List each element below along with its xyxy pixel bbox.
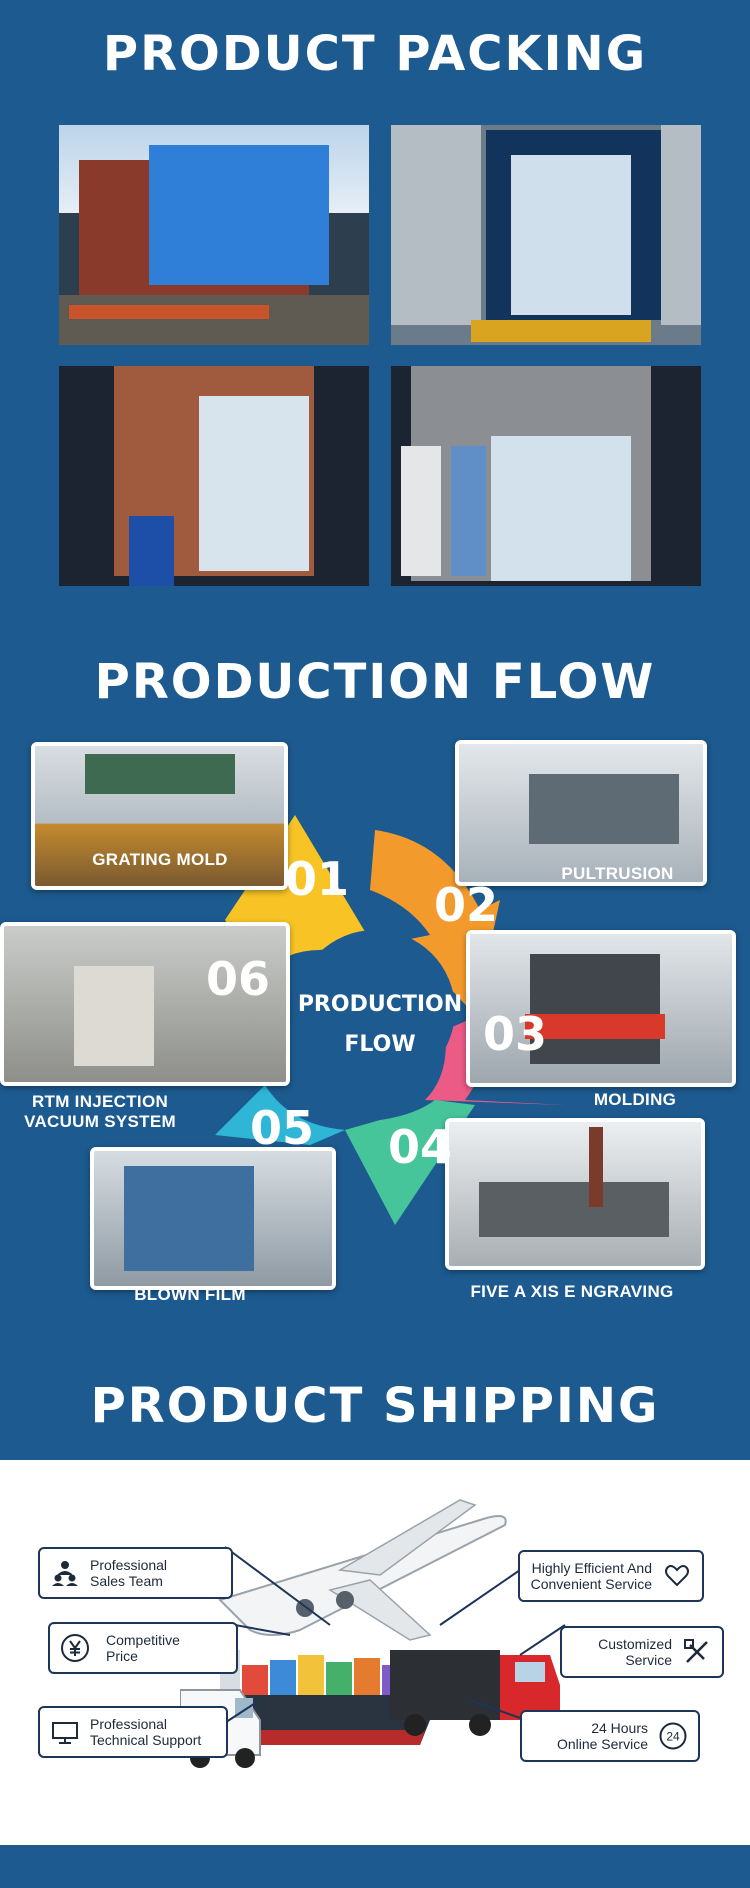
service-customized: Customized Service [560,1626,724,1678]
service-efficient-line2: Convenient Service [530,1576,652,1592]
step-label-pultrusion: PULTRUSION [561,864,674,883]
flow-title: PRODUCTION FLOW [94,654,656,710]
step-label-rtm-injection: RTM INJECTION VACUUM SYSTEM [5,1092,195,1132]
airplane-icon [218,1499,507,1641]
clock-24-text: 24 [666,1730,680,1744]
service-efficient-line1: Highly Efficient And [531,1560,652,1576]
service-connector-lines [219,1546,566,1727]
service-sales-line1: Professional [90,1557,168,1573]
flow-center-line1: PRODUCTION [297,992,463,1017]
step-label-molding: MOLDING [593,1090,677,1109]
service-sales-line2: Sales Team [90,1573,163,1589]
team-icon [52,1561,78,1586]
flow-arrow-05 [215,1085,345,1145]
flow-photo-grating-mold [31,742,288,890]
flow-photo-pultrusion [455,740,707,886]
service-online-line1: 24 Hours [591,1720,648,1736]
shipping-panel: Professional Sales Team Competitive Pric… [0,1460,750,1845]
service-efficient: Highly Efficient And Convenient Service [518,1550,704,1602]
service-price-line1: Competitive [106,1632,180,1648]
service-support-line1: Professional [90,1716,168,1732]
flow-photo-rtm-injection [0,922,290,1086]
flow-center-circle [295,930,455,1090]
step-number-05: 05 [250,1101,315,1155]
step-label-grating-mold: GRATING MOLD [92,850,228,869]
packing-title: PRODUCT PACKING [102,26,648,82]
service-online: 24 Hours Online Service 24 [520,1710,700,1762]
footer-bar [0,1845,750,1888]
monitor-icon [52,1722,78,1744]
step-number-03: 03 [483,1007,548,1061]
packing-photo-workers-container [391,366,701,586]
clock-24-icon: 24 [659,1722,687,1750]
step-label-blown-film: BLOWN FILM [134,1285,246,1304]
flow-photo-molding [466,930,736,1087]
flow-photo-blown-film [90,1147,336,1290]
service-online-line2: Online Service [556,1736,648,1752]
tools-icon [684,1639,708,1663]
service-competitive-price: Competitive Price [48,1622,238,1674]
packing-photo-container-loading [391,125,701,345]
service-customized-line1: Customized [598,1636,672,1652]
service-price-line2: Price [106,1648,138,1664]
step-number-06: 06 [206,952,271,1006]
step-label-engraving: FIVE A XIS E NGRAVING [470,1282,674,1301]
service-sales-team: Professional Sales Team [38,1547,233,1599]
packing-photo-night-loading [59,366,369,586]
step-number-01: 01 [285,852,350,906]
flow-arrow-04 [345,1100,475,1225]
shipping-title: PRODUCT SHIPPING [90,1378,660,1434]
flow-photo-engraving [445,1118,705,1270]
packing-photo-truck-tank [59,125,369,345]
flow-center-line2: FLOW [344,1032,416,1057]
flow-arrow-03 [425,1015,565,1105]
service-support-line2: Technical Support [90,1732,202,1748]
step-label-rtm-line2: VACUUM SYSTEM [24,1112,176,1131]
step-number-02: 02 [434,878,499,932]
service-technical-support: Professional Technical Support [38,1706,228,1758]
flow-center-label: PRODUCTION FLOW [290,985,470,1065]
service-customized-line2: Service [625,1652,672,1668]
step-number-04: 04 [388,1120,453,1174]
step-label-rtm-line1: RTM INJECTION [31,1092,169,1111]
heart-hand-icon [665,1565,689,1587]
yen-icon [61,1634,89,1662]
